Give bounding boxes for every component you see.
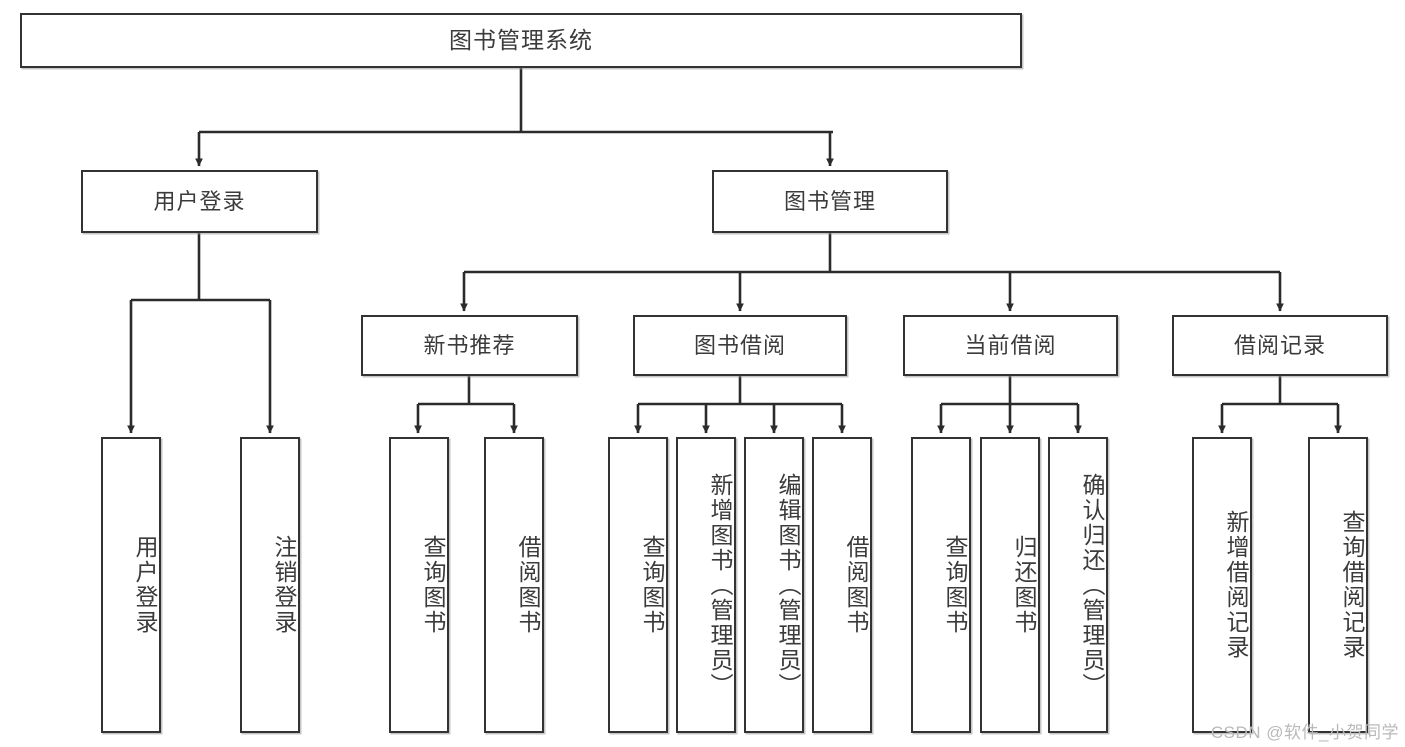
node-book-borrow[interactable]: 图书借阅 [633,315,847,376]
leaf-borrow-record-add[interactable]: 新增借阅记录 [1192,437,1252,733]
node-borrow-record[interactable]: 借阅记录 [1172,315,1388,376]
leaf-new-book-query[interactable]: 查询图书 [389,437,449,733]
leaf-book-borrow-query[interactable]: 查询图书 [608,437,668,733]
csdn-watermark: CSDN @软件_小贺同学 [1210,723,1399,742]
node-root[interactable]: 图书管理系统 [20,13,1022,68]
node-book-management[interactable]: 图书管理 [712,170,948,233]
node-current-borrow[interactable]: 当前借阅 [903,315,1118,376]
leaf-new-book-borrow[interactable]: 借阅图书 [484,437,544,733]
leaf-current-borrow-query[interactable]: 查询图书 [911,437,971,733]
node-user-login[interactable]: 用户登录 [81,170,318,233]
node-new-book-recommend[interactable]: 新书推荐 [361,315,578,376]
leaf-current-borrow-confirm-return[interactable]: 确认归还（管理员） [1048,437,1108,733]
leaf-book-borrow-add[interactable]: 新增图书（管理员） [676,437,736,733]
leaf-borrow-record-query[interactable]: 查询借阅记录 [1308,437,1368,733]
leaf-current-borrow-return[interactable]: 归还图书 [980,437,1040,733]
leaf-user-login-signout[interactable]: 注销登录 [240,437,300,733]
leaf-book-borrow-edit[interactable]: 编辑图书（管理员） [744,437,804,733]
leaf-book-borrow-lend[interactable]: 借阅图书 [812,437,872,733]
leaf-user-login-signin[interactable]: 用户登录 [101,437,161,733]
